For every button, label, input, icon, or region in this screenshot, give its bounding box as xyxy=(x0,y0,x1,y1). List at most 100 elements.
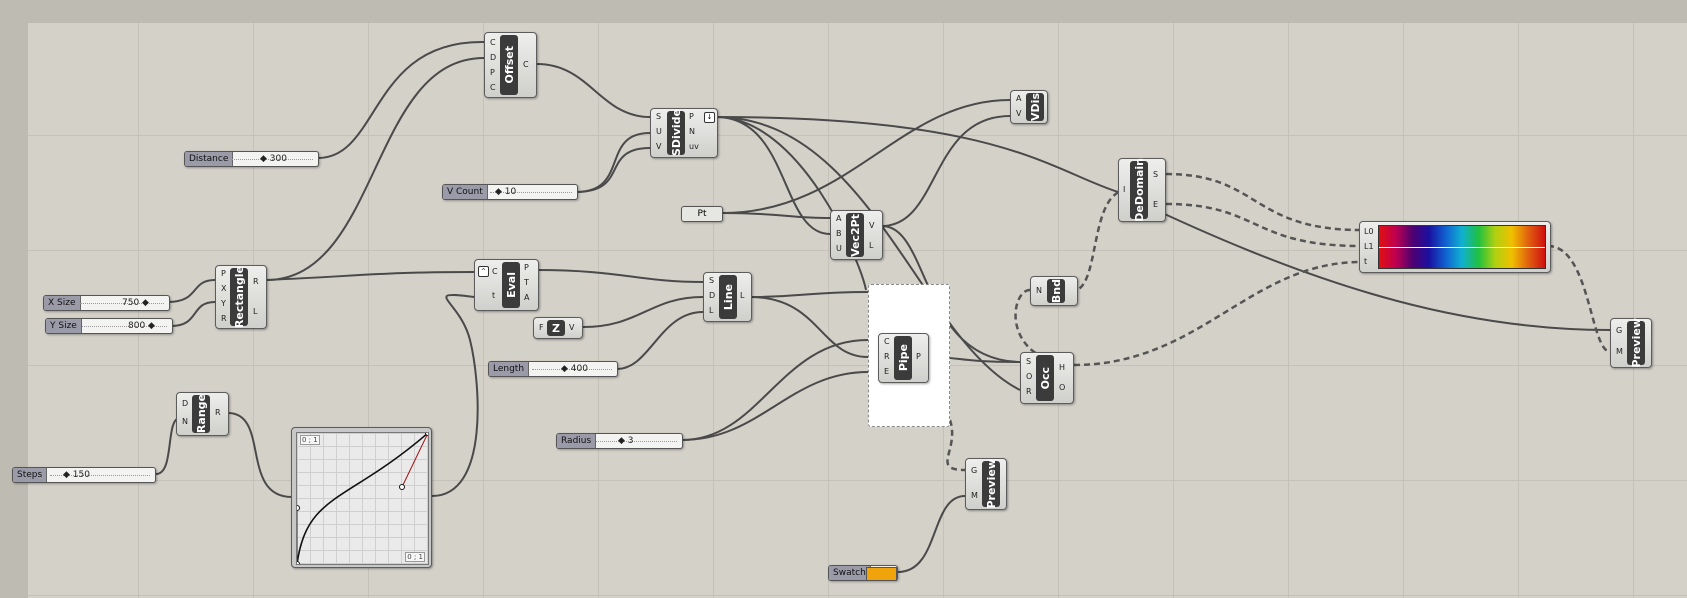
bnd-component[interactable]: N Bnd xyxy=(1030,276,1078,306)
input-port[interactable]: X xyxy=(221,284,227,293)
output-port[interactable]: S xyxy=(1153,170,1159,179)
input-port[interactable]: C xyxy=(490,83,496,92)
slider-name: Distance xyxy=(185,152,234,166)
unit-z-component[interactable]: F Z V xyxy=(533,317,583,339)
input-port[interactable]: A xyxy=(1016,94,1022,103)
output-port[interactable]: uv xyxy=(689,142,699,151)
input-port[interactable]: A xyxy=(836,214,842,223)
input-port[interactable]: I xyxy=(1123,185,1126,194)
slider-rail[interactable] xyxy=(532,369,612,370)
output-port[interactable]: T xyxy=(524,278,529,287)
output-port[interactable]: L xyxy=(869,241,874,250)
input-port[interactable]: D xyxy=(182,399,189,408)
input-port[interactable]: S xyxy=(709,276,715,285)
graft-icon[interactable]: ↓ xyxy=(704,112,715,123)
input-port[interactable]: S xyxy=(1026,357,1032,366)
input-port[interactable]: B xyxy=(836,229,842,238)
input-port[interactable]: t xyxy=(492,291,496,300)
input-port[interactable]: Y xyxy=(221,299,226,308)
graph-mapper-component[interactable]: 0 ; 1 0 ; 1 xyxy=(291,427,432,568)
output-port[interactable]: P xyxy=(524,263,529,272)
radius-slider[interactable]: Radius ◆ 3 xyxy=(556,433,683,449)
output-port[interactable]: R xyxy=(215,408,221,417)
offset-component[interactable]: C D P C Offset C xyxy=(484,32,537,98)
input-port[interactable]: C xyxy=(884,337,890,346)
length-slider[interactable]: Length ◆ 400 xyxy=(488,361,618,377)
preview-component[interactable]: G M Preview xyxy=(965,458,1007,510)
output-port[interactable]: P xyxy=(689,112,694,121)
vdis-component[interactable]: A V VDis xyxy=(1010,90,1048,124)
output-port[interactable]: C xyxy=(523,60,529,69)
steps-slider[interactable]: Steps ◆ 150 xyxy=(12,467,156,483)
input-port[interactable]: N xyxy=(1036,286,1042,295)
output-port[interactable]: L xyxy=(253,307,258,316)
input-port[interactable]: P xyxy=(490,68,495,77)
slider-rail[interactable] xyxy=(50,475,150,476)
graph-mapper-plot[interactable]: 0 ; 1 0 ; 1 xyxy=(296,432,429,565)
output-port[interactable]: N xyxy=(689,127,695,136)
slider-rail[interactable] xyxy=(490,192,572,193)
output-port[interactable]: V xyxy=(569,323,575,332)
input-port[interactable]: G xyxy=(971,466,978,475)
input-port[interactable]: L0 xyxy=(1364,227,1374,236)
output-port[interactable]: O xyxy=(1059,383,1066,392)
output-port[interactable]: L xyxy=(740,291,745,300)
grasshopper-canvas[interactable] xyxy=(28,23,1687,598)
preview-component[interactable]: G M Preview xyxy=(1610,318,1652,368)
distance-slider[interactable]: Distance ◆ 300 xyxy=(184,151,319,167)
vec2pt-component[interactable]: A B U Vec2Pt V L xyxy=(830,210,883,260)
occ-component[interactable]: S O R Occ H O xyxy=(1020,352,1074,404)
input-port[interactable]: R xyxy=(884,352,890,361)
pipe-component[interactable]: C R E Pipe P xyxy=(878,333,929,383)
color-gradient-bar[interactable] xyxy=(1378,225,1546,269)
input-port[interactable]: P xyxy=(221,269,226,278)
output-port[interactable]: R xyxy=(253,277,259,286)
input-port[interactable]: M xyxy=(1616,347,1623,356)
slider-rail[interactable] xyxy=(594,441,677,442)
rectangle-component[interactable]: P X Y R Rectangle R L xyxy=(215,265,267,329)
input-port[interactable]: V xyxy=(1016,109,1022,118)
input-port[interactable]: t xyxy=(1364,257,1368,266)
slider-value: 750 ◆ xyxy=(122,298,149,308)
line-component[interactable]: S D L Line L xyxy=(703,272,752,322)
gradient-grip-row xyxy=(1379,247,1545,248)
output-port[interactable]: A xyxy=(524,293,530,302)
output-port[interactable]: P xyxy=(916,352,921,361)
input-port[interactable]: U xyxy=(836,244,842,253)
input-port[interactable]: N xyxy=(182,417,188,426)
swatch-color[interactable] xyxy=(866,567,897,581)
input-port[interactable]: R xyxy=(221,314,227,323)
input-port[interactable]: S xyxy=(656,112,662,121)
output-port[interactable]: H xyxy=(1059,363,1066,372)
input-port[interactable]: L1 xyxy=(1364,242,1374,251)
input-port[interactable]: L xyxy=(709,306,714,315)
input-port[interactable]: F xyxy=(539,323,544,332)
input-port[interactable]: C xyxy=(492,267,498,276)
sdivide-component[interactable]: S U V SDivide P N uv ↓ xyxy=(650,108,718,158)
point-parameter[interactable]: Pt xyxy=(681,206,723,222)
input-port[interactable]: E xyxy=(884,367,890,376)
output-port[interactable]: V xyxy=(869,221,875,230)
dedomain-component[interactable]: I DeDomain S E xyxy=(1118,158,1166,222)
input-port[interactable]: G xyxy=(1616,326,1623,335)
input-port[interactable]: V xyxy=(656,142,662,151)
input-port[interactable]: M xyxy=(971,491,978,500)
input-port[interactable]: C xyxy=(490,38,496,47)
v-count-slider[interactable]: V Count ◆ 10 xyxy=(442,184,578,200)
y-size-slider[interactable]: Y Size 800 ◆ xyxy=(45,318,173,334)
eval-component[interactable]: ^ C t Eval P T A xyxy=(474,259,539,311)
input-port[interactable]: D xyxy=(490,53,497,62)
slider-rail[interactable] xyxy=(80,303,164,304)
slider-rail[interactable] xyxy=(82,326,167,327)
slider-rail[interactable] xyxy=(231,159,313,160)
reparameterize-icon[interactable]: ^ xyxy=(478,266,489,277)
input-port[interactable]: O xyxy=(1026,372,1033,381)
input-port[interactable]: R xyxy=(1026,387,1032,396)
input-port[interactable]: U xyxy=(656,127,662,136)
range-component[interactable]: D N Range R xyxy=(176,392,229,436)
swatch-component[interactable]: Swatch xyxy=(828,565,898,581)
gradient-component[interactable]: L0 L1 t xyxy=(1359,221,1551,273)
x-size-slider[interactable]: X Size 750 ◆ xyxy=(43,295,170,311)
output-port[interactable]: E xyxy=(1153,200,1159,209)
input-port[interactable]: D xyxy=(709,291,716,300)
